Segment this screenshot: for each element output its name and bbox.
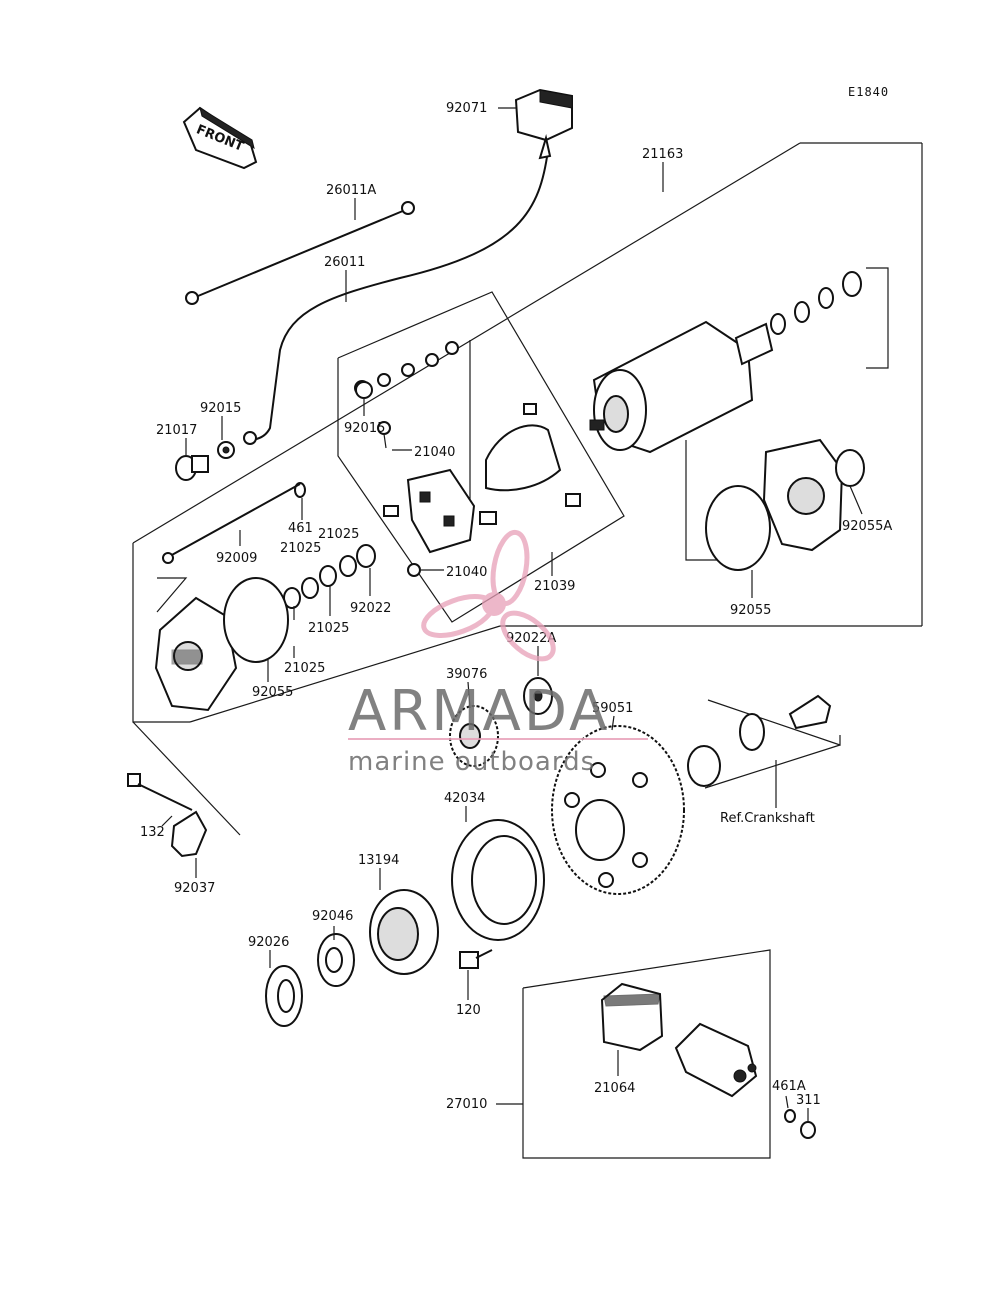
o-ring-92055a bbox=[835, 449, 865, 487]
bolt-120 bbox=[459, 949, 493, 969]
one-way-clutch-13194 bbox=[369, 889, 439, 975]
callout-39076: 39076 bbox=[446, 667, 487, 682]
callout-21025-b: 21025 bbox=[280, 541, 321, 556]
spring-21040-lower bbox=[407, 563, 421, 577]
callout-59051: 59051 bbox=[592, 701, 633, 716]
callout-92037: 92037 bbox=[174, 881, 215, 896]
idle-gear-39076 bbox=[449, 705, 499, 767]
callout-13194: 13194 bbox=[358, 853, 399, 868]
callout-92022: 92022 bbox=[350, 601, 391, 616]
starter-relay bbox=[674, 1022, 758, 1098]
washer-92026 bbox=[265, 965, 303, 1027]
bolt-21017 bbox=[175, 455, 209, 481]
callout-21064: 21064 bbox=[594, 1081, 635, 1096]
bearing-ref-crankshaft bbox=[687, 694, 832, 787]
watermark-brand: ARMADA bbox=[348, 679, 610, 744]
washer-stack-upper-right bbox=[770, 271, 862, 335]
leader-lines bbox=[161, 107, 863, 1122]
callout-92015-left: 92015 bbox=[200, 401, 241, 416]
o-ring-92055-left bbox=[223, 577, 289, 663]
callout-311: 311 bbox=[796, 1093, 821, 1108]
callout-92022a: 92022A bbox=[506, 631, 556, 646]
callout-92026: 92026 bbox=[248, 935, 289, 950]
rear-cover bbox=[154, 596, 238, 712]
brush-holder-21039 bbox=[383, 403, 581, 554]
callout-21163: 21163 bbox=[642, 147, 683, 162]
callout-461a: 461A bbox=[772, 1079, 806, 1094]
callout-92055a: 92055A bbox=[842, 519, 892, 534]
washer-92022a bbox=[523, 677, 553, 715]
callout-ref-crankshaft: Ref.Crankshaft bbox=[720, 811, 815, 826]
callout-27010: 27010 bbox=[446, 1097, 487, 1112]
callout-42034: 42034 bbox=[444, 791, 485, 806]
washer-461a bbox=[784, 1109, 796, 1123]
clutch-housing-42034 bbox=[451, 819, 545, 941]
callout-120: 120 bbox=[456, 1003, 481, 1018]
callout-21025-d: 21025 bbox=[284, 661, 325, 676]
callout-21039: 21039 bbox=[534, 579, 575, 594]
armada-watermark: ARMADA marine outboards bbox=[348, 529, 648, 777]
spring-21040-upper bbox=[377, 421, 391, 449]
callout-132: 132 bbox=[140, 825, 165, 840]
callout-92015-box: 92015 bbox=[344, 421, 385, 436]
nut-92015 bbox=[217, 441, 235, 459]
starter-motor-body-21163 bbox=[589, 320, 774, 454]
watermark-tagline: marine outboards bbox=[348, 747, 595, 777]
nut-311 bbox=[800, 1121, 816, 1139]
callout-92071: 92071 bbox=[446, 101, 487, 116]
diagram-code: E1840 bbox=[848, 85, 889, 99]
front-arrow-icon: FRONT bbox=[182, 106, 258, 170]
callout-461: 461 bbox=[288, 521, 313, 536]
clamp-92037 bbox=[170, 810, 208, 858]
bolt-132 bbox=[127, 773, 193, 811]
assembly-frames bbox=[132, 142, 923, 1159]
front-cover bbox=[762, 438, 844, 552]
callout-21040-lower: 21040 bbox=[446, 565, 487, 580]
starter-gear-59051 bbox=[551, 725, 685, 895]
terminal-cap-92071 bbox=[514, 88, 573, 160]
washer-92022 bbox=[356, 544, 376, 568]
lead-wire-26011 bbox=[243, 149, 549, 445]
callout-21025-a: 21025 bbox=[318, 527, 359, 542]
needle-bearing-92046 bbox=[317, 933, 355, 987]
relay-cover-21064 bbox=[600, 982, 664, 1052]
callout-21025-c: 21025 bbox=[308, 621, 349, 636]
lead-wire-26011a bbox=[185, 201, 415, 305]
callout-92046: 92046 bbox=[312, 909, 353, 924]
callout-21040-upper: 21040 bbox=[414, 445, 455, 460]
o-ring-92055-right bbox=[705, 485, 771, 571]
propeller-logo-icon bbox=[421, 529, 556, 662]
callout-92055-right: 92055 bbox=[730, 603, 771, 618]
callout-26011: 26011 bbox=[324, 255, 365, 270]
callout-92055-left: 92055 bbox=[252, 685, 293, 700]
part-callouts: 92071 21163 26011A 26011 92015 92015 210… bbox=[140, 101, 892, 1112]
nut-92015-box bbox=[355, 381, 373, 399]
callout-92009: 92009 bbox=[216, 551, 257, 566]
washers-21025 bbox=[283, 555, 357, 609]
callout-21017: 21017 bbox=[156, 423, 197, 438]
through-bolt-92009 bbox=[162, 483, 301, 564]
callout-26011a: 26011A bbox=[326, 183, 376, 198]
